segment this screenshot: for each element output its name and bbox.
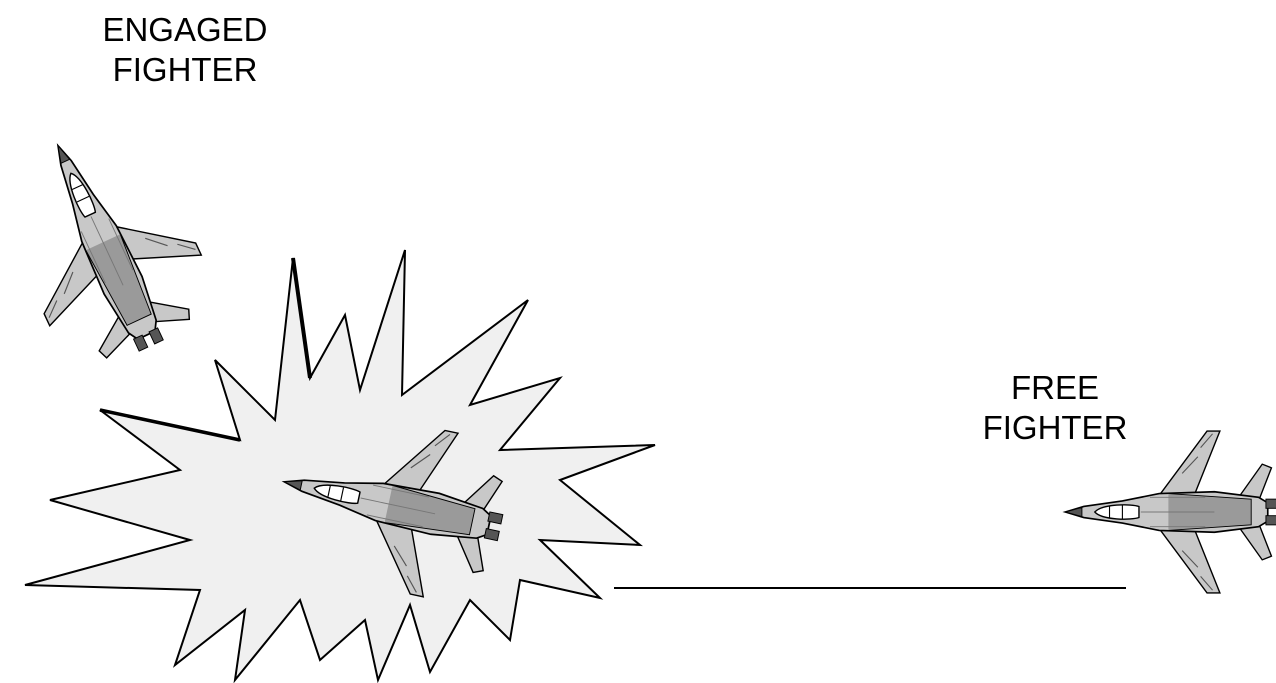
free-fighter-jet-icon <box>1065 431 1276 593</box>
engaged-fighter-jet-icon <box>0 110 227 380</box>
